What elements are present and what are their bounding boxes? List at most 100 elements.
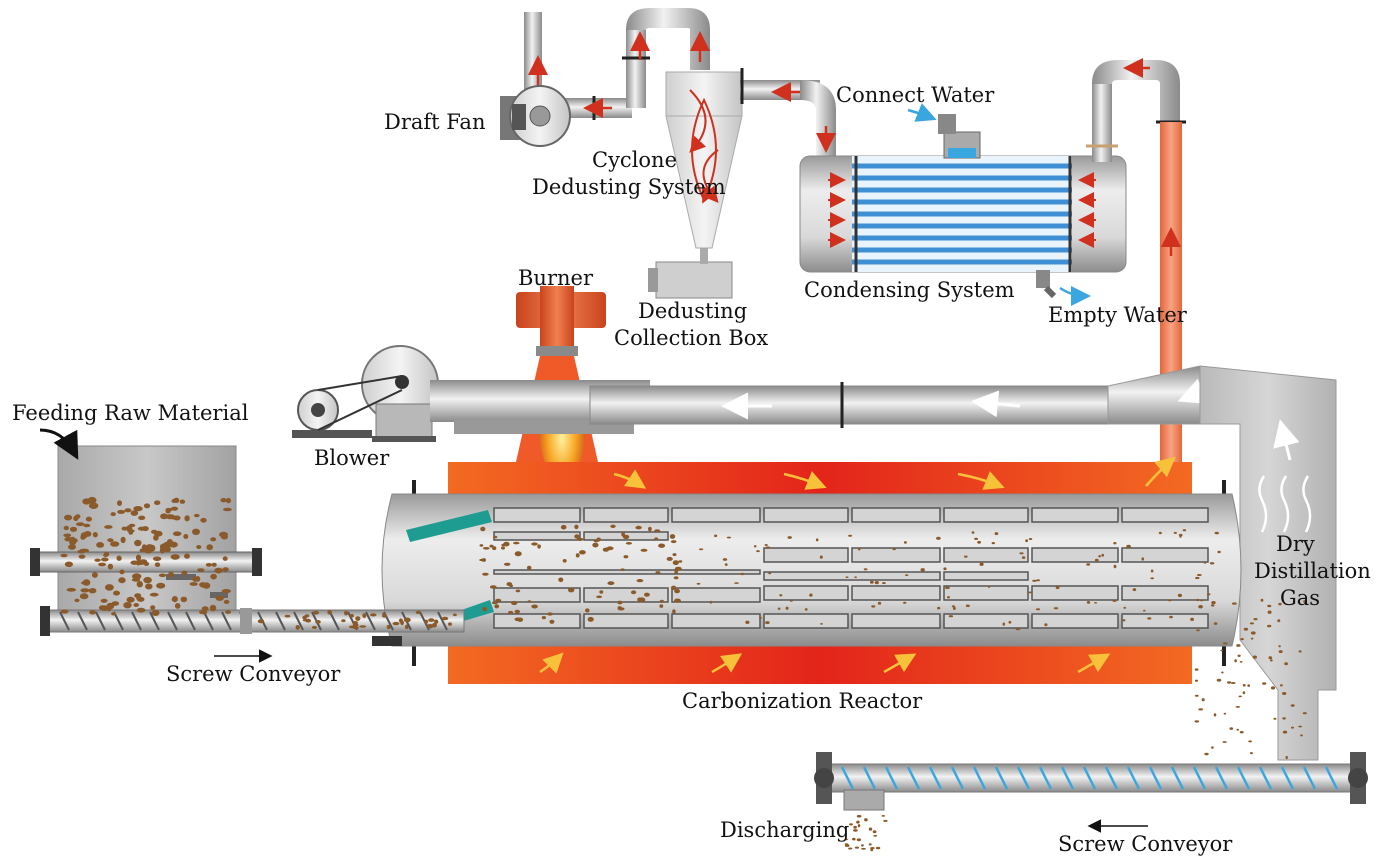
material-particle <box>669 534 676 539</box>
material-particle <box>809 593 813 597</box>
label-feeding-raw-material: Feeding Raw Material <box>12 401 249 425</box>
material-particle <box>587 616 594 622</box>
material-particle <box>1211 746 1214 749</box>
material-particle <box>648 526 652 532</box>
material-particle <box>617 600 623 605</box>
material-particle <box>66 587 77 592</box>
material-particle <box>1273 717 1277 720</box>
material-particle <box>220 498 227 503</box>
material-particle <box>1028 538 1033 540</box>
material-particle <box>1239 661 1243 663</box>
material-particle <box>678 560 683 563</box>
material-particle <box>623 555 629 559</box>
material-particle <box>1242 691 1246 695</box>
condenser-inlet-pipe <box>800 80 836 160</box>
material-particle <box>150 605 156 610</box>
material-particle <box>951 605 956 608</box>
material-particle <box>740 572 745 576</box>
material-particle <box>515 589 521 593</box>
material-particle <box>1209 562 1215 565</box>
material-particle <box>481 558 486 562</box>
material-particle <box>849 823 853 826</box>
material-particle <box>152 556 162 562</box>
material-particle <box>964 555 968 558</box>
material-particle <box>315 620 321 624</box>
material-particle <box>636 579 644 583</box>
material-particle <box>1217 550 1221 554</box>
material-particle <box>635 525 642 530</box>
material-particle <box>853 829 858 832</box>
material-particle <box>943 567 947 571</box>
material-particle <box>1232 602 1237 605</box>
material-particle <box>200 582 209 588</box>
material-particle <box>672 553 677 557</box>
exhaust-pipe <box>524 8 710 120</box>
material-particle <box>1253 618 1258 621</box>
material-particle <box>1196 574 1202 576</box>
material-particle <box>903 601 907 604</box>
material-particle <box>575 553 580 558</box>
material-particle <box>139 559 148 563</box>
material-particle <box>68 544 76 550</box>
blower <box>292 345 439 442</box>
material-particle <box>756 550 760 553</box>
material-particle <box>1267 624 1272 628</box>
material-particle <box>1278 602 1282 606</box>
material-particle <box>94 558 101 562</box>
material-particle <box>183 534 189 539</box>
material-particle <box>1190 617 1194 622</box>
material-particle <box>107 563 114 570</box>
material-particle <box>452 613 457 617</box>
material-particle <box>892 548 896 551</box>
material-particle <box>592 542 599 548</box>
material-particle <box>154 530 163 537</box>
material-particle <box>295 625 300 630</box>
material-particle <box>370 613 377 617</box>
label-burner: Burner <box>518 266 594 290</box>
material-particle <box>1194 694 1199 697</box>
material-particle <box>1196 598 1200 602</box>
material-particle <box>1250 631 1256 635</box>
material-particle <box>1278 650 1283 654</box>
material-particle <box>868 843 872 846</box>
material-particle <box>165 509 171 514</box>
material-particle <box>1008 620 1012 624</box>
label-cyclone-1: Cyclone <box>592 148 677 172</box>
material-particle <box>1204 752 1209 756</box>
material-particle <box>119 569 125 575</box>
material-particle <box>1248 740 1252 743</box>
material-particle <box>1198 708 1204 711</box>
material-particle <box>82 579 91 586</box>
material-particle <box>531 604 538 609</box>
material-particle <box>1113 564 1117 569</box>
material-particle <box>864 818 868 822</box>
material-particle <box>779 594 783 597</box>
material-particle <box>355 616 361 621</box>
material-particle <box>341 619 346 623</box>
material-particle <box>856 814 862 818</box>
material-particle <box>171 597 178 602</box>
material-particle <box>441 616 449 621</box>
material-particle <box>166 543 175 547</box>
material-particle <box>549 619 555 624</box>
material-particle <box>905 574 909 576</box>
material-particle <box>948 615 954 618</box>
material-particle <box>920 568 925 572</box>
material-particle <box>1198 605 1203 609</box>
material-particle <box>875 846 881 850</box>
material-particle <box>214 567 223 574</box>
dedusting-collection-box <box>648 248 733 299</box>
material-particle <box>937 606 941 610</box>
material-particle <box>1269 659 1273 662</box>
material-particle <box>1101 553 1104 557</box>
material-particle <box>979 562 984 566</box>
material-particle <box>60 609 69 614</box>
material-particle <box>1094 602 1098 604</box>
material-particle <box>514 617 521 622</box>
reactor-inlet-vane <box>406 510 492 542</box>
material-particle <box>151 609 160 617</box>
material-particle <box>89 610 97 615</box>
material-particle <box>482 547 490 550</box>
material-particle <box>480 526 486 532</box>
